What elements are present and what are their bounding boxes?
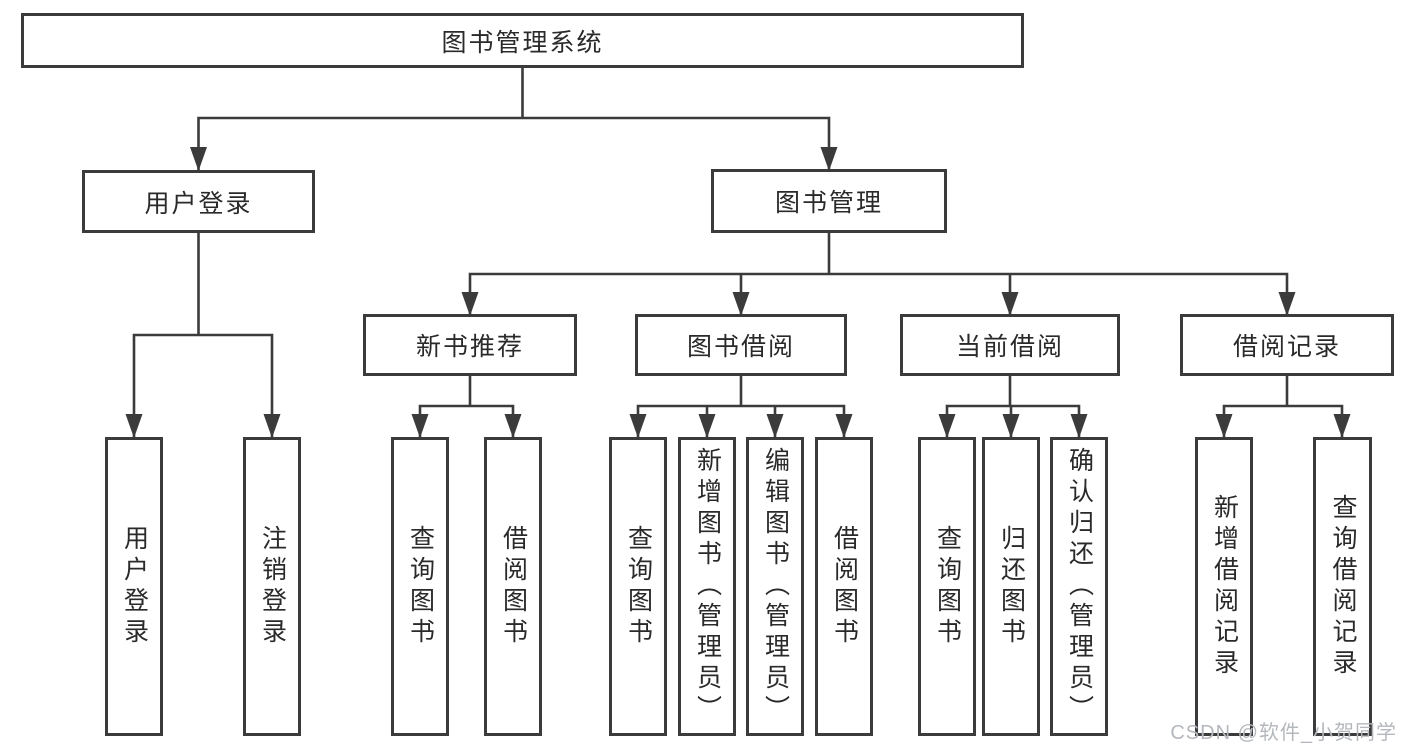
csdn-watermark: CSDN @软件_小贺同学 <box>1170 722 1397 744</box>
leaf-current-confirm-return-admin: 确认归还（管理员） <box>1050 437 1108 736</box>
leaf-record-query-record: 查询借阅记录 <box>1313 437 1372 736</box>
node-book-mgmt: 图书管理 <box>711 169 947 233</box>
node-root: 图书管理系统 <box>21 13 1024 68</box>
arrowhead-icon <box>766 414 784 438</box>
arrowhead-icon <box>938 414 956 438</box>
leaf-logout: 注销登录 <box>243 437 301 736</box>
arrowhead-icon <box>190 147 207 171</box>
connector-book-borrow-group <box>636 374 846 438</box>
node-book-borrow: 图书借阅 <box>635 314 847 376</box>
arrowhead-icon <box>732 292 750 316</box>
arrowhead-icon <box>629 414 647 438</box>
arrowhead-icon <box>461 292 479 316</box>
arrowhead-icon <box>820 147 838 171</box>
arrowhead-icon <box>263 414 281 438</box>
node-user-login: 用户登录 <box>82 170 315 233</box>
arrowhead-icon <box>125 414 143 438</box>
leaf-borrow-edit-book-admin: 编辑图书（管理员） <box>746 437 804 736</box>
node-current-borrow: 当前借阅 <box>900 314 1120 376</box>
connector-new-book-group <box>418 374 515 438</box>
leaf-newbook-borrow-book: 借阅图书 <box>484 437 542 736</box>
connector-user-login-to-leaves <box>132 231 274 438</box>
arrowhead-icon <box>504 414 522 438</box>
arrowhead-icon <box>1070 414 1088 438</box>
leaf-current-query-book: 查询图书 <box>918 437 976 736</box>
leaf-current-return-book: 归还图书 <box>982 437 1040 736</box>
leaf-user-login: 用户登录 <box>105 437 163 736</box>
arrowhead-icon <box>698 414 716 438</box>
arrowhead-icon <box>1278 292 1296 316</box>
arrowhead-icon <box>1215 414 1233 438</box>
leaf-borrow-add-book-admin: 新增图书（管理员） <box>678 437 736 736</box>
connector-borrow-record-group <box>1222 374 1344 438</box>
connector-book-mgmt-to-modules <box>468 231 1289 316</box>
leaf-borrow-query-book: 查询图书 <box>609 437 667 736</box>
node-new-book-rec: 新书推荐 <box>363 314 577 376</box>
arrowhead-icon <box>1001 292 1019 316</box>
leaf-borrow-borrow-book: 借阅图书 <box>815 437 873 736</box>
arrowhead-icon <box>1333 414 1351 438</box>
arrowhead-icon <box>411 414 429 438</box>
node-borrow-record: 借阅记录 <box>1180 314 1394 376</box>
leaf-record-add-record: 新增借阅记录 <box>1195 437 1253 736</box>
leaf-newbook-query-book: 查询图书 <box>391 437 449 736</box>
connector-root-to-level2 <box>197 66 831 171</box>
arrowhead-icon <box>835 414 853 438</box>
arrowhead-icon <box>1002 414 1020 438</box>
